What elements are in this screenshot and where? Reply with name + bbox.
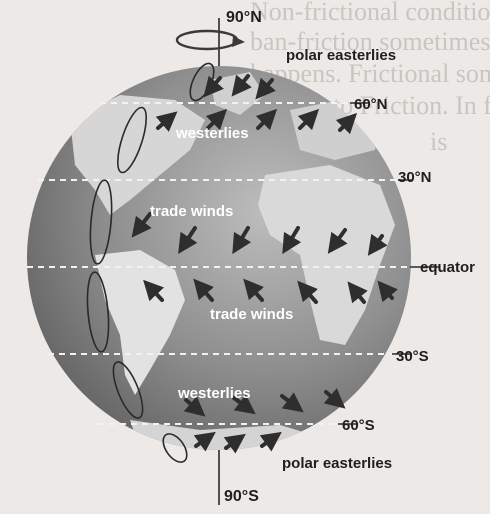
- label-south-pole: 90°S: [224, 488, 259, 505]
- label-equator: equator: [420, 259, 475, 276]
- rotation-indicator: [177, 31, 245, 49]
- label-lat-60s: 60°S: [342, 417, 375, 434]
- label-trade-winds-north: trade winds: [150, 203, 233, 220]
- label-trade-winds-south: trade winds: [210, 306, 293, 323]
- label-westerlies-north: westerlies: [175, 125, 249, 142]
- rotation-arrowhead-icon: [232, 36, 245, 47]
- label-lat-60n: 60°N: [354, 96, 388, 113]
- label-polar-easterlies-north: polar easterlies: [286, 47, 396, 64]
- label-lat-30n: 30°N: [398, 169, 432, 186]
- label-lat-30s: 30°S: [396, 348, 429, 365]
- rotation-ellipse: [177, 31, 237, 49]
- label-westerlies-south: westerlies: [177, 385, 251, 402]
- label-north-pole: 90°N: [226, 9, 262, 26]
- label-polar-easterlies-south: polar easterlies: [282, 455, 392, 472]
